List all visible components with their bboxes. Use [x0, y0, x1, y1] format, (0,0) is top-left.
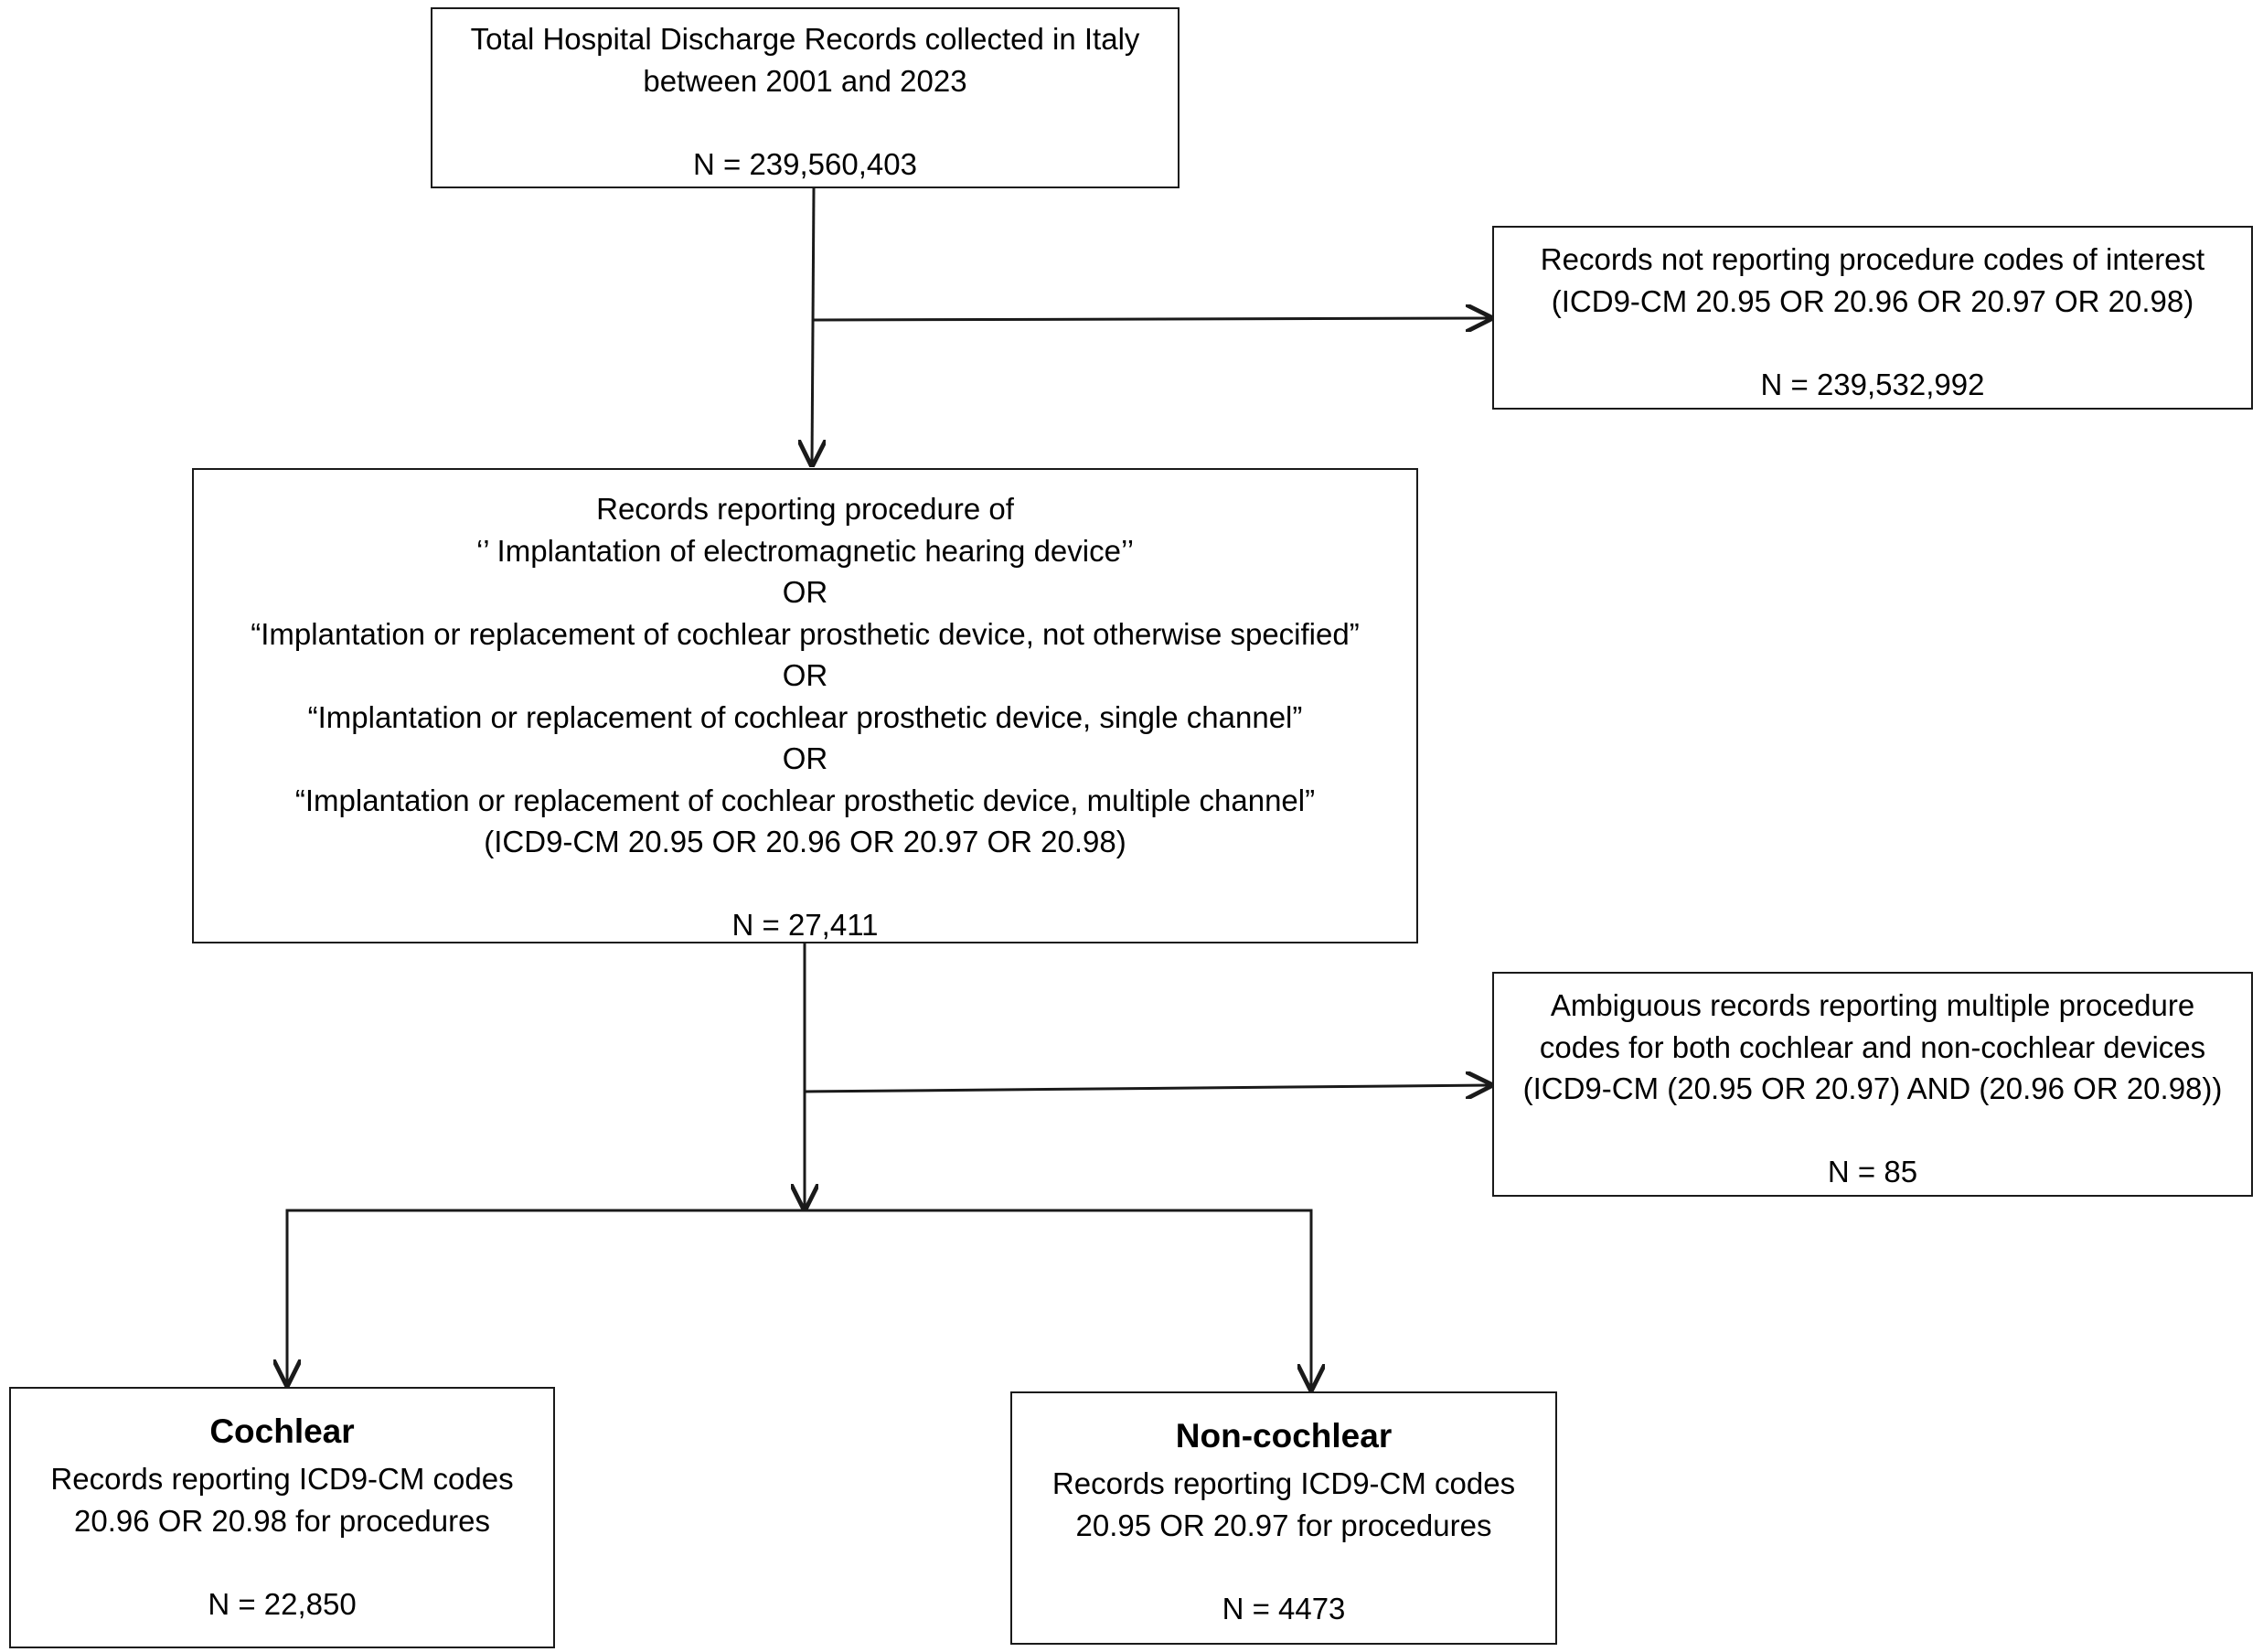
procedures-line: OR: [782, 741, 828, 775]
cochlear-line: [11, 1541, 553, 1583]
total-records-line: between 2001 and 2023: [643, 63, 967, 98]
arrow-to-excluded-codes: [813, 318, 1490, 320]
procedures-line: Records reporting procedure of: [596, 492, 1014, 526]
excluded-codes-line: Records not reporting procedure codes of…: [1540, 242, 2205, 276]
cochlear-title: Cochlear: [209, 1412, 355, 1450]
excluded-codes-line: (ICD9-CM 20.95 OR 20.96 OR 20.97 OR 20.9…: [1551, 283, 2194, 318]
non-cochlear-box: Non-cochlear Records reporting ICD9-CM c…: [1010, 1391, 1557, 1645]
ambiguous-records-line: [1494, 1110, 2251, 1152]
ambiguous-records-count: N = 85: [1827, 1155, 1918, 1188]
arrow-to-ambiguous: [804, 1085, 1490, 1092]
non-cochlear-count: N = 4473: [1222, 1591, 1346, 1625]
cochlear-count: N = 22,850: [208, 1586, 357, 1621]
split-connector: [285, 1209, 1313, 1389]
excluded-codes-line: [1494, 322, 2251, 364]
cochlear-line: Records reporting ICD9-CM codes: [50, 1462, 514, 1496]
non-cochlear-title: Non-cochlear: [1175, 1417, 1393, 1455]
procedures-count: N = 27,411: [731, 908, 879, 942]
excluded-codes-count: N = 239,532,992: [1760, 367, 1985, 401]
procedures-line: OR: [782, 575, 828, 609]
total-records-count: N = 239,560,403: [693, 146, 917, 181]
procedures-line: (ICD9-CM 20.95 OR 20.96 OR 20.97 OR 20.9…: [484, 825, 1126, 858]
non-cochlear-line: 20.95 OR 20.97 for procedures: [1075, 1508, 1492, 1542]
excluded-codes-box: Records not reporting procedure codes of…: [1492, 226, 2253, 410]
procedures-line: OR: [782, 658, 828, 692]
total-records-line: Total Hospital Discharge Records collect…: [470, 22, 1140, 56]
procedures-line: “Implantation or replacement of cochlear…: [307, 699, 1303, 734]
total-records-box: Total Hospital Discharge Records collect…: [431, 7, 1180, 188]
procedures-line: “Implantation or replacement of cochlear…: [294, 783, 1316, 817]
ambiguous-records-line: (ICD9-CM (20.95 OR 20.97) AND (20.96 OR …: [1522, 1071, 2223, 1105]
non-cochlear-line: Records reporting ICD9-CM codes: [1051, 1466, 1516, 1500]
total-records-line: [432, 101, 1178, 144]
ambiguous-records-line: codes for both cochlear and non-cochlear…: [1539, 1029, 2206, 1064]
cochlear-box: Cochlear Records reporting ICD9-CM codes…: [9, 1387, 555, 1648]
procedures-line: ‘’ Implantation of electromagnetic heari…: [475, 533, 1135, 568]
cochlear-line: 20.96 OR 20.98 for procedures: [74, 1503, 490, 1538]
procedures-box: Records reporting procedure of ‘’ Implan…: [192, 468, 1418, 943]
ambiguous-records-line: Ambiguous records reporting multiple pro…: [1550, 988, 2195, 1022]
ambiguous-records-box: Ambiguous records reporting multiple pro…: [1492, 972, 2253, 1197]
procedures-line: “Implantation or replacement of cochlear…: [251, 616, 1360, 651]
arrow-total-to-procedures: [812, 187, 814, 464]
non-cochlear-line: [1012, 1546, 1555, 1588]
procedures-line: [194, 863, 1416, 905]
